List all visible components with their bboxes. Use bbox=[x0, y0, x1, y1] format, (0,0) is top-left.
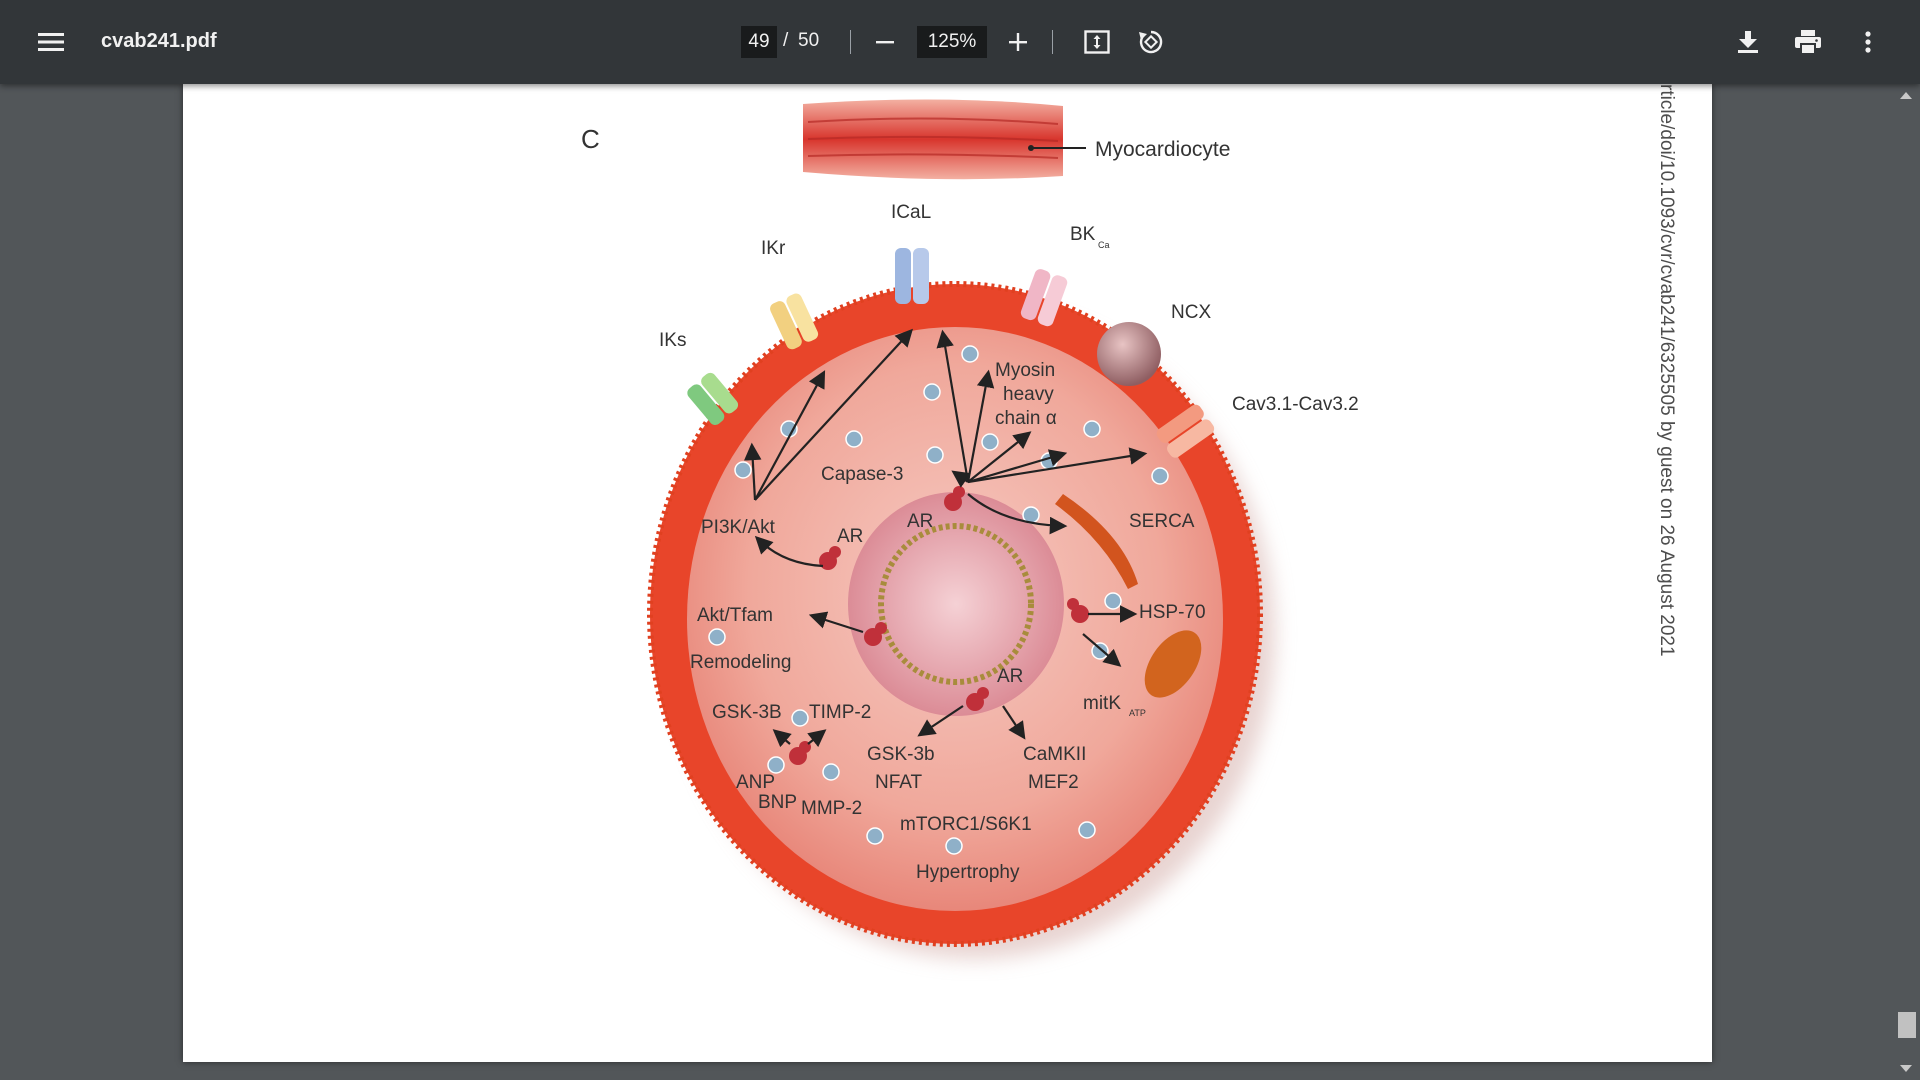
myosin-label-2: heavy bbox=[1003, 384, 1054, 405]
bk-label: BK bbox=[1070, 224, 1096, 245]
mmp2-label: MMP-2 bbox=[801, 798, 862, 819]
ical-channel bbox=[895, 248, 929, 304]
ar-receptors bbox=[789, 486, 1089, 765]
zoom-out-button[interactable] bbox=[865, 22, 905, 62]
rotate-button[interactable] bbox=[1131, 22, 1171, 62]
fit-to-page-button[interactable] bbox=[1077, 22, 1117, 62]
hsp70-label: HSP-70 bbox=[1139, 602, 1206, 623]
cav-label: Cav3.1-Cav3.2 bbox=[1232, 394, 1359, 415]
ikr-channel bbox=[770, 293, 819, 350]
mitk-label: mitK bbox=[1083, 693, 1121, 714]
serca-organelle bbox=[1055, 494, 1138, 589]
vertical-scrollbar[interactable] bbox=[1894, 84, 1920, 1080]
ar-top-label: AR bbox=[907, 511, 933, 532]
nfat-label: NFAT bbox=[875, 772, 923, 793]
panel-label: C bbox=[581, 124, 600, 154]
myosin-label-3: chain α bbox=[995, 408, 1057, 429]
plus-icon bbox=[1009, 33, 1027, 51]
document-title: cvab241.pdf bbox=[101, 30, 217, 52]
hamburger-icon bbox=[38, 33, 64, 51]
ncx-label: NCX bbox=[1171, 302, 1211, 323]
ical-label: ICaL bbox=[891, 202, 931, 223]
rotate-icon bbox=[1139, 30, 1163, 54]
myocardiocyte-label: Myocardiocyte bbox=[1095, 138, 1230, 161]
akt-tfam-label: Akt/Tfam bbox=[697, 605, 773, 626]
capase-label: Capase-3 bbox=[821, 464, 903, 485]
ncx-exchanger bbox=[1097, 322, 1161, 386]
more-options-button[interactable] bbox=[1848, 22, 1888, 62]
mef2-label: MEF2 bbox=[1028, 772, 1079, 793]
print-button[interactable] bbox=[1788, 22, 1828, 62]
hypertrophy-label: Hypertrophy bbox=[916, 862, 1020, 883]
printer-icon bbox=[1795, 30, 1821, 54]
scroll-thumb[interactable] bbox=[1898, 1012, 1916, 1038]
mitochondrion bbox=[1144, 630, 1202, 698]
camkii-label: CaMKII bbox=[1023, 744, 1086, 765]
myosin-label-1: Myosin bbox=[995, 360, 1055, 381]
serca-label: SERCA bbox=[1129, 511, 1195, 532]
cav-channel bbox=[1156, 404, 1215, 458]
bnp-label: BNP bbox=[758, 792, 797, 813]
ar-left-label: AR bbox=[837, 526, 863, 547]
timp2-label: TIMP-2 bbox=[809, 702, 871, 723]
download-icon bbox=[1738, 31, 1758, 53]
scroll-up-arrow-icon[interactable] bbox=[1900, 92, 1912, 99]
nucleus bbox=[848, 492, 1064, 716]
remodeling-label: Remodeling bbox=[690, 652, 791, 673]
bk-channel bbox=[1020, 269, 1068, 327]
scroll-down-arrow-icon[interactable] bbox=[1900, 1065, 1912, 1072]
iks-channel bbox=[687, 372, 739, 426]
mitk-subscript: ATP bbox=[1129, 708, 1146, 718]
mtorc-label: mTORC1/S6K1 bbox=[900, 814, 1032, 835]
fit-page-icon bbox=[1084, 30, 1110, 54]
bk-subscript: Ca bbox=[1098, 240, 1110, 250]
download-button[interactable] bbox=[1728, 22, 1768, 62]
toolbar-divider bbox=[850, 30, 851, 54]
total-pages: 50 bbox=[798, 30, 820, 51]
more-vert-icon bbox=[1865, 31, 1871, 53]
toolbar-divider bbox=[1052, 30, 1053, 54]
menu-button[interactable] bbox=[31, 22, 71, 62]
page-number-input[interactable] bbox=[741, 26, 777, 58]
gsk3b-left-label: GSK-3B bbox=[712, 702, 782, 723]
myocardiocyte-fiber bbox=[803, 99, 1086, 180]
gsk3b-label: GSK-3b bbox=[867, 744, 935, 765]
ar-bottom-label: AR bbox=[997, 666, 1023, 687]
iks-label: IKs bbox=[659, 330, 686, 351]
ikr-label: IKr bbox=[761, 238, 786, 259]
page-separator: / bbox=[783, 30, 789, 51]
pi3k-label: PI3K/Akt bbox=[701, 517, 776, 538]
minus-icon bbox=[876, 41, 894, 44]
zoom-input[interactable] bbox=[917, 26, 987, 58]
pdf-toolbar: cvab241.pdf / 50 bbox=[0, 0, 1920, 84]
download-watermark-text: rticle/doi/10.1093/cvr/cvab241/6325505 b… bbox=[1656, 84, 1677, 657]
anp-label: ANP bbox=[736, 772, 775, 793]
zoom-in-button[interactable] bbox=[998, 22, 1038, 62]
signaling-arrows bbox=[743, 328, 1148, 748]
figure-panel-c: C Myocardiocyte bbox=[581, 99, 1359, 959]
pdf-page: C Myocardiocyte bbox=[183, 84, 1712, 1062]
